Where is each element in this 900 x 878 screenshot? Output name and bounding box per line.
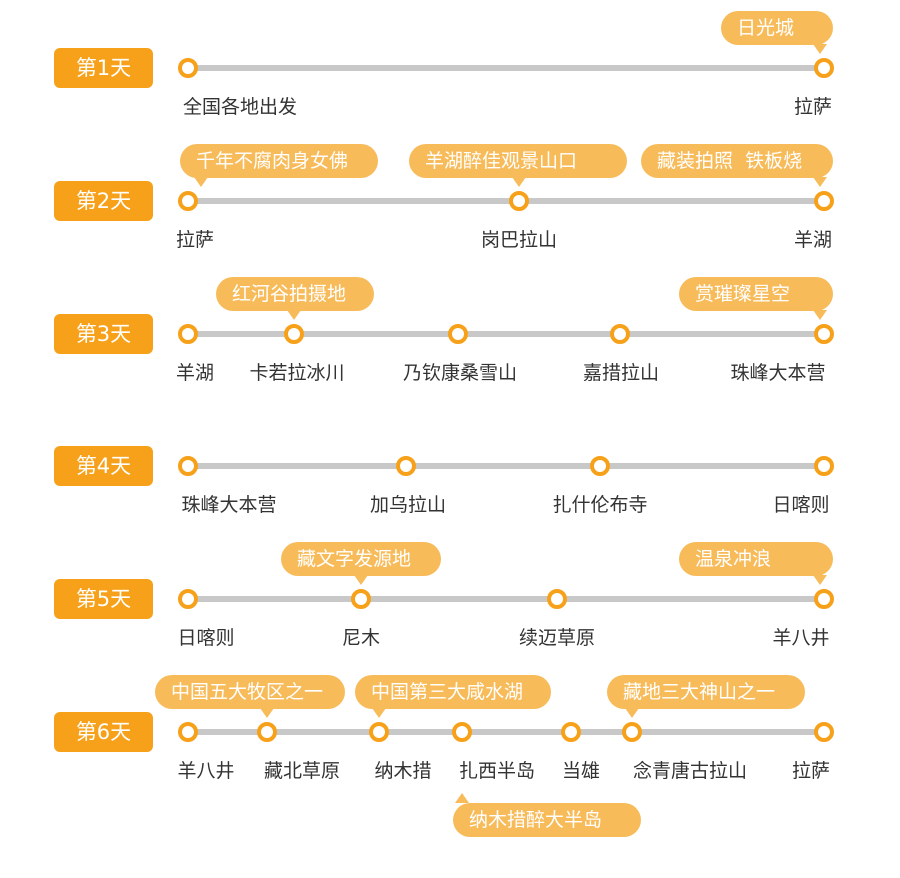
route-track bbox=[188, 65, 824, 71]
stop-marker bbox=[561, 722, 581, 742]
stop-marker bbox=[814, 324, 834, 344]
callout-text: 藏文字发源地 bbox=[297, 548, 412, 570]
stop-marker bbox=[178, 191, 198, 211]
route-track bbox=[188, 463, 824, 469]
stop-callout: 红河谷拍摄地 bbox=[216, 277, 374, 320]
stop-marker bbox=[814, 58, 834, 78]
callout-pointer bbox=[455, 793, 469, 803]
route-track bbox=[188, 331, 824, 337]
callout-text: 红河谷拍摄地 bbox=[232, 283, 347, 305]
callout-pointer bbox=[625, 708, 639, 718]
stop-callout: 中国五大牧区之一 bbox=[155, 675, 345, 718]
stop-callout: 千年不腐肉身女佛 bbox=[180, 144, 378, 187]
stop-callout: 中国第三大咸水湖 bbox=[355, 675, 551, 718]
stop-label: 嘉措拉山 bbox=[582, 362, 659, 384]
stop-label: 岗巴拉山 bbox=[480, 229, 557, 251]
stop-label: 尼木 bbox=[341, 627, 380, 649]
stop-label: 拉萨 bbox=[791, 760, 830, 782]
day-badge: 第5天 bbox=[54, 579, 153, 619]
stop-callout: 温泉冲浪 bbox=[679, 542, 833, 585]
stop-marker bbox=[369, 722, 389, 742]
stop-marker bbox=[178, 722, 198, 742]
route-track bbox=[188, 198, 824, 204]
stop-callout: 藏装拍照 铁板烧 bbox=[641, 144, 833, 187]
stop-label: 扎西半岛 bbox=[458, 760, 535, 782]
stop-label: 藏北草原 bbox=[263, 760, 340, 782]
stop-label: 日喀则 bbox=[177, 627, 235, 649]
stop-label: 当雄 bbox=[561, 760, 600, 782]
stop-marker bbox=[178, 456, 198, 476]
callout-pointer bbox=[372, 708, 386, 718]
stop-callout: 藏文字发源地 bbox=[281, 542, 441, 585]
stop-marker bbox=[610, 324, 630, 344]
callout-pointer bbox=[512, 177, 526, 187]
stop-label: 珠峰大本营 bbox=[730, 362, 826, 384]
callout-text: 日光城 bbox=[737, 17, 795, 39]
day-badge: 第3天 bbox=[54, 314, 153, 354]
route-track bbox=[188, 729, 824, 735]
callout-text: 温泉冲浪 bbox=[695, 548, 772, 570]
callout-pointer bbox=[813, 310, 827, 320]
stop-label: 拉萨 bbox=[793, 96, 832, 118]
stop-marker bbox=[814, 191, 834, 211]
callout-pointer bbox=[194, 177, 208, 187]
stop-label: 日喀则 bbox=[772, 494, 830, 516]
day-badge: 第1天 bbox=[54, 48, 153, 88]
stop-callout: 赏璀璨星空 bbox=[679, 277, 833, 320]
day-badge: 第2天 bbox=[54, 181, 153, 221]
stop-label: 羊八井 bbox=[772, 627, 830, 649]
callout-pointer bbox=[287, 310, 301, 320]
stop-marker bbox=[396, 456, 416, 476]
callout-text: 羊湖醉佳观景山口 bbox=[425, 150, 578, 172]
stop-marker bbox=[814, 456, 834, 476]
callout-text: 藏地三大神山之一 bbox=[623, 681, 776, 703]
stop-marker bbox=[814, 722, 834, 742]
callout-text: 赏璀璨星空 bbox=[695, 283, 791, 305]
stop-label: 卡若拉冰川 bbox=[249, 362, 345, 384]
stop-label: 续迈草原 bbox=[518, 627, 595, 649]
stop-label: 念青唐古拉山 bbox=[632, 760, 747, 782]
stop-marker bbox=[351, 589, 371, 609]
callout-text: 中国第三大咸水湖 bbox=[371, 681, 524, 703]
callout-text: 千年不腐肉身女佛 bbox=[196, 150, 349, 172]
stop-label: 纳木措 bbox=[374, 760, 432, 782]
stop-label: 扎什伦布寺 bbox=[552, 494, 648, 516]
stop-label: 珠峰大本营 bbox=[181, 494, 277, 516]
stop-marker bbox=[590, 456, 610, 476]
stop-label: 加乌拉山 bbox=[369, 494, 446, 516]
stop-marker bbox=[547, 589, 567, 609]
day-badge: 第6天 bbox=[54, 712, 153, 752]
route-track bbox=[188, 596, 824, 602]
stop-label: 拉萨 bbox=[175, 229, 214, 251]
callout-pointer bbox=[813, 575, 827, 585]
stop-label: 全国各地出发 bbox=[182, 96, 297, 118]
stop-callout: 日光城 bbox=[721, 11, 833, 54]
stop-label: 乃钦康桑雪山 bbox=[402, 362, 517, 384]
stop-marker bbox=[178, 589, 198, 609]
stop-marker bbox=[509, 191, 529, 211]
stop-marker bbox=[178, 58, 198, 78]
callout-text: 藏装拍照 铁板烧 bbox=[657, 150, 803, 172]
callout-pointer bbox=[354, 575, 368, 585]
callout-pointer bbox=[813, 44, 827, 54]
stop-marker bbox=[257, 722, 277, 742]
stop-label: 羊湖 bbox=[793, 229, 832, 251]
callout-text: 纳木措醉大半岛 bbox=[469, 809, 603, 831]
stop-callout-below: 纳木措醉大半岛 bbox=[453, 793, 641, 837]
stop-callout: 羊湖醉佳观景山口 bbox=[409, 144, 627, 187]
stop-marker bbox=[814, 589, 834, 609]
callout-pointer bbox=[260, 708, 274, 718]
stop-callout: 藏地三大神山之一 bbox=[607, 675, 805, 718]
stop-marker bbox=[448, 324, 468, 344]
stop-label: 羊八井 bbox=[177, 760, 235, 782]
stop-marker bbox=[452, 722, 472, 742]
stop-marker bbox=[622, 722, 642, 742]
day-badge: 第4天 bbox=[54, 446, 153, 486]
stop-label: 羊湖 bbox=[175, 362, 214, 384]
stop-marker bbox=[178, 324, 198, 344]
stop-marker bbox=[284, 324, 304, 344]
callout-text: 中国五大牧区之一 bbox=[171, 681, 324, 703]
callout-pointer bbox=[813, 177, 827, 187]
